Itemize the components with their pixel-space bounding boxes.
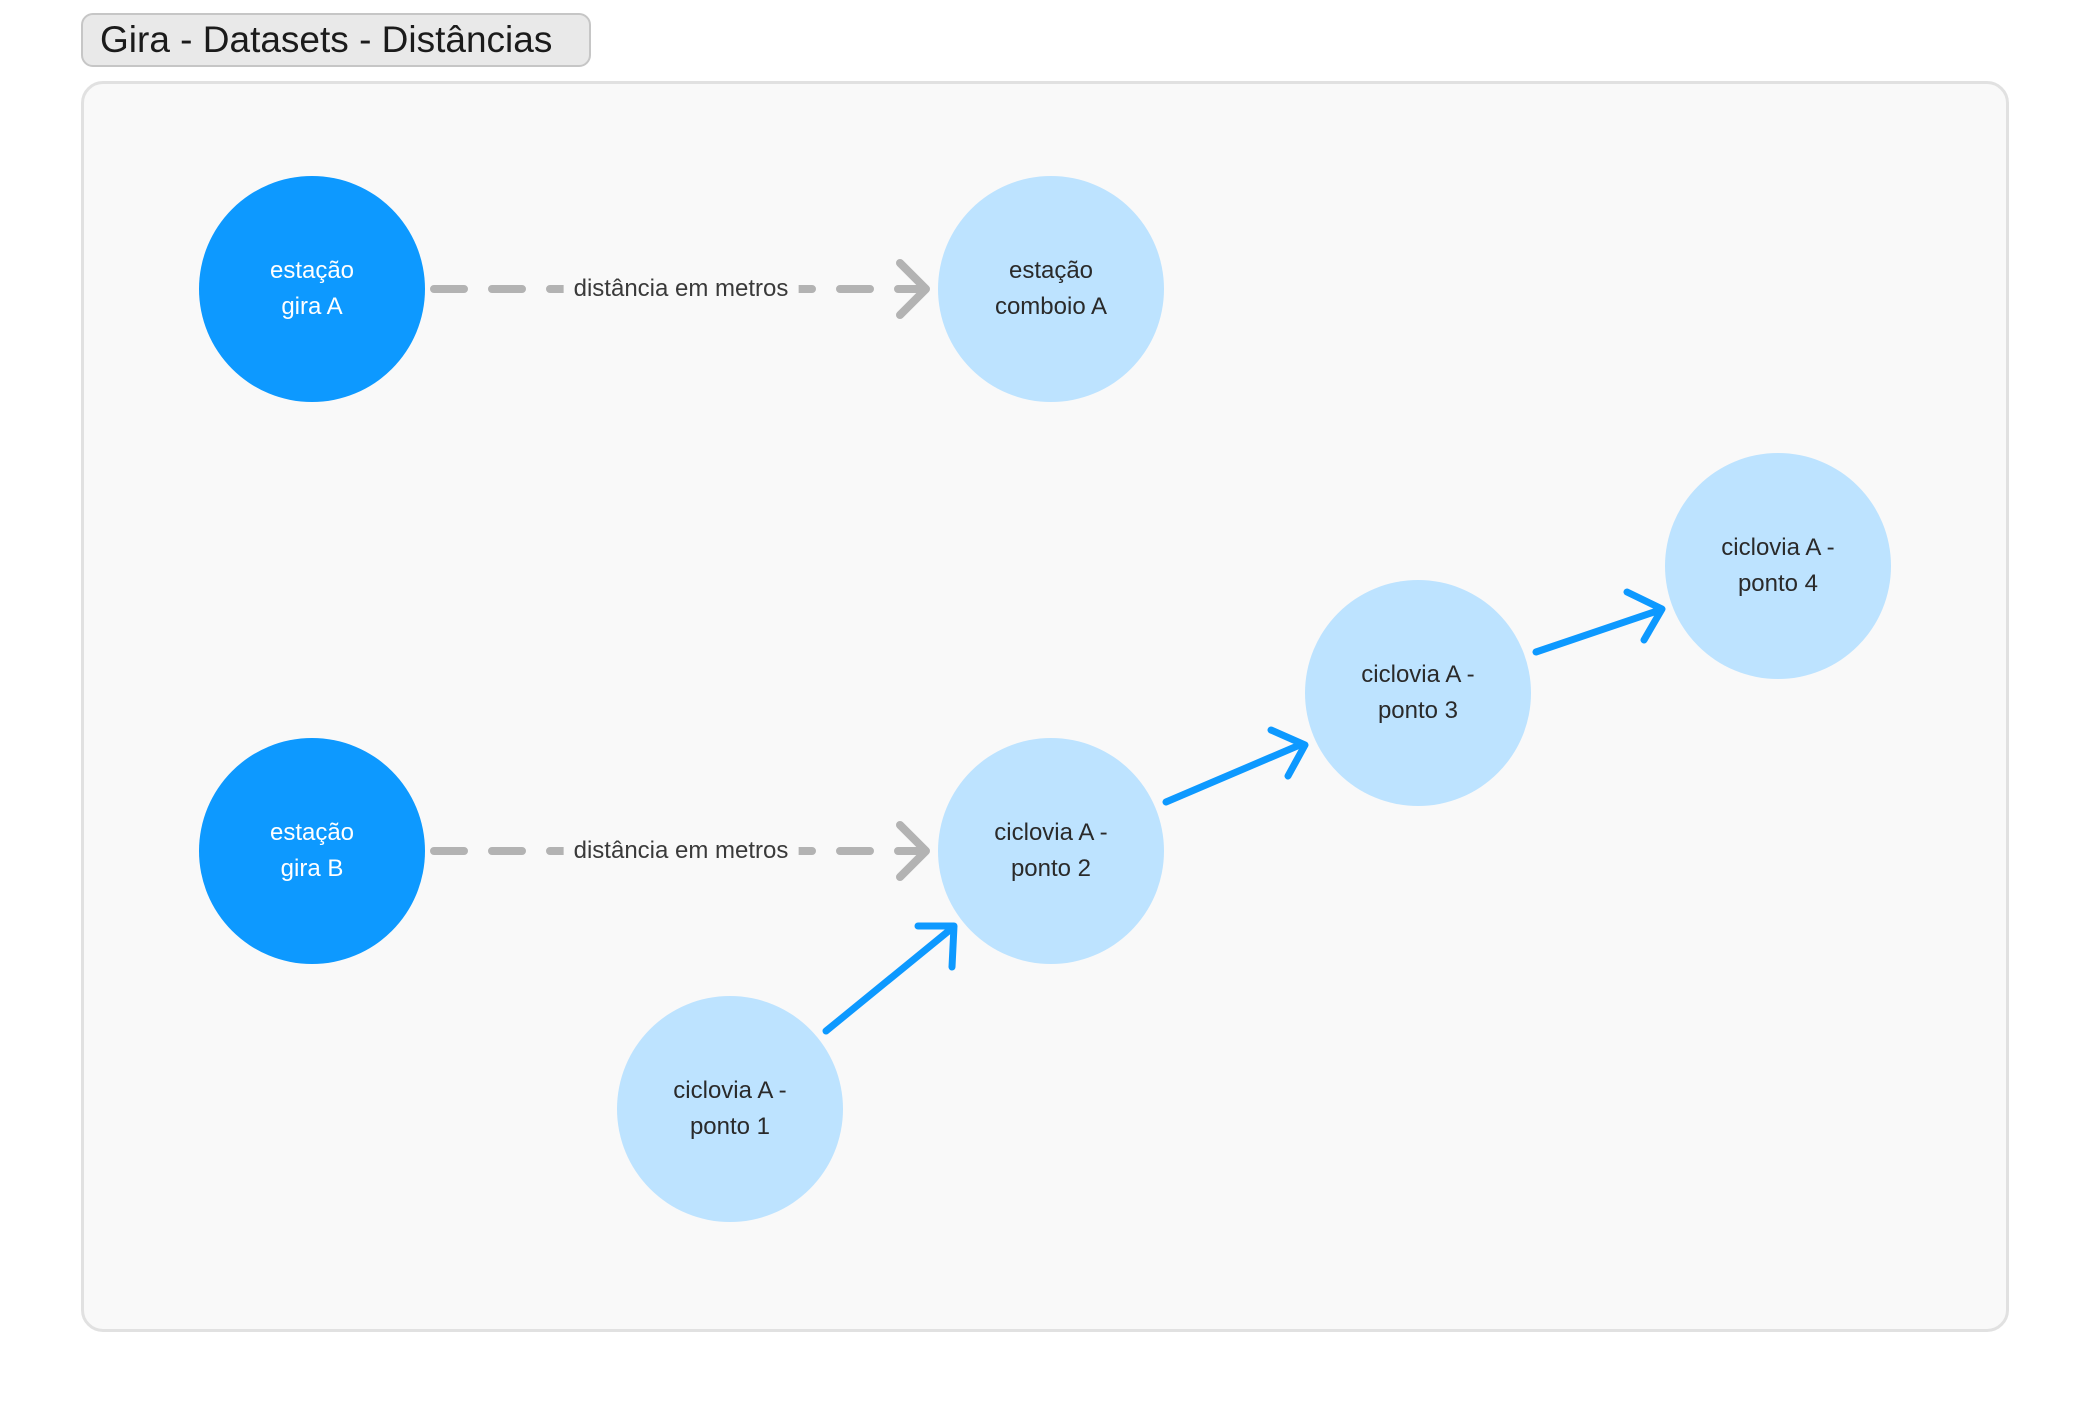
- frame-title[interactable]: Gira - Datasets - Distâncias: [81, 13, 591, 67]
- node-label-line-1: estação: [1008, 257, 1094, 284]
- node-label-line-2: ponto 2: [1010, 855, 1092, 882]
- node-label-line-1: estação: [269, 257, 355, 284]
- edge-label-gira-b-to-ponto-2[interactable]: distância em metros: [563, 836, 799, 866]
- node-ciclovia-a-ponto-1[interactable]: ciclovia A - ponto 1: [617, 996, 843, 1222]
- node-ciclovia-a-ponto-4[interactable]: ciclovia A - ponto 4: [1665, 453, 1891, 679]
- node-label-line-2: gira B: [280, 855, 344, 882]
- node-estacao-gira-b[interactable]: estação gira B: [199, 738, 425, 964]
- node-label-line-1: ciclovia A -: [994, 819, 1108, 846]
- node-label-line-1: ciclovia A -: [1361, 661, 1475, 688]
- node-label-line-2: ponto 1: [689, 1113, 771, 1140]
- node-label-line-1: ciclovia A -: [673, 1077, 787, 1104]
- edge-label-gira-a-to-comboio-a[interactable]: distância em metros: [563, 274, 799, 304]
- node-label-line-1: estação: [269, 819, 355, 846]
- node-ciclovia-a-ponto-2[interactable]: ciclovia A - ponto 2: [938, 738, 1164, 964]
- node-estacao-comboio-a[interactable]: estação comboio A: [938, 176, 1164, 402]
- node-ciclovia-a-ponto-3[interactable]: ciclovia A - ponto 3: [1305, 580, 1531, 806]
- node-estacao-gira-a[interactable]: estação gira A: [199, 176, 425, 402]
- node-label-line-2: ponto 4: [1737, 570, 1819, 597]
- node-label-line-2: gira A: [281, 293, 343, 320]
- node-label-line-2: ponto 3: [1377, 697, 1459, 724]
- node-label-line-1: ciclovia A -: [1721, 534, 1835, 561]
- node-label-line-2: comboio A: [994, 293, 1108, 320]
